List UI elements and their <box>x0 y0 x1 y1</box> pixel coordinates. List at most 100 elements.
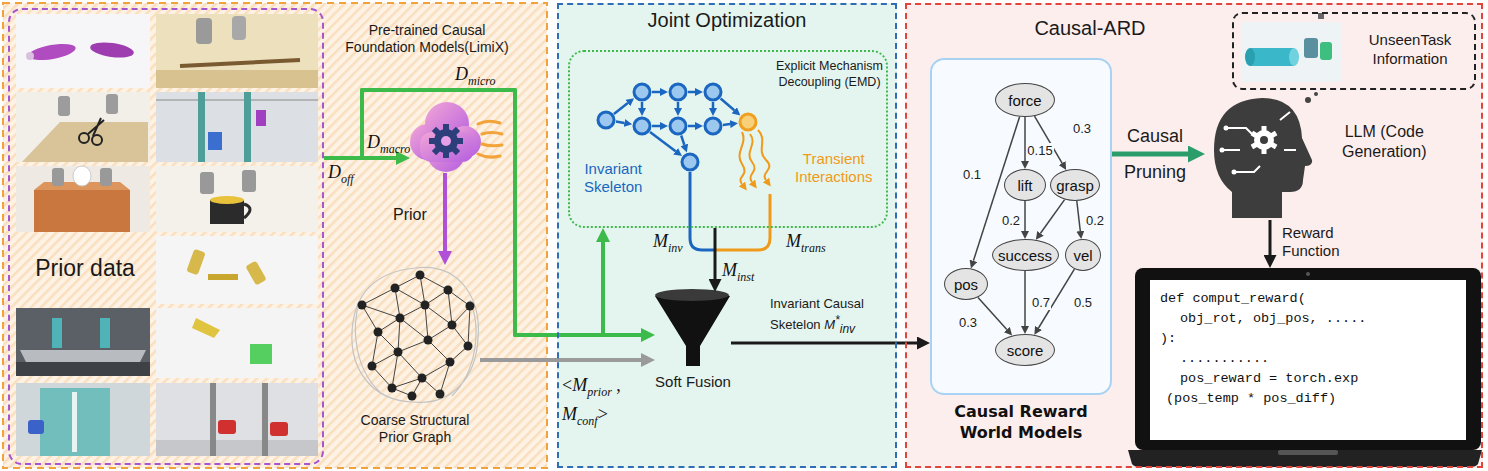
panel-title: Prior data <box>18 236 152 300</box>
connector <box>443 173 447 251</box>
model-caption: Pre-trained Causal Foundation Models(Lim… <box>338 22 516 56</box>
skeleton-label: Invariant Skeleton <box>584 160 642 196</box>
code-line: obj_rot, obj_pos, ..... <box>1180 310 1366 328</box>
variable-node: lift <box>1004 169 1046 201</box>
variable-node: success <box>992 239 1059 271</box>
connector <box>324 90 603 335</box>
unseen-task-box: UnseenTask Information <box>1232 12 1476 90</box>
flow-label: Dmicro <box>455 63 496 92</box>
connector <box>714 228 717 279</box>
flow-label: <Mprior , Mconf> <box>562 374 628 431</box>
math-subscript: prior <box>587 385 612 399</box>
math-superscript: * <box>835 313 840 327</box>
math-symbol: Dmicro <box>455 64 496 84</box>
mask-label: Mtrans <box>786 230 826 259</box>
mask-label: Minv <box>653 230 683 259</box>
variable-name: success <box>992 239 1059 271</box>
prior-graph-icon: Coarse Structural Prior Graph <box>350 265 480 405</box>
graph-caption: Coarse Structural Prior Graph <box>352 412 478 446</box>
math-subscript: inst <box>737 270 754 284</box>
funnel-node: Soft Fusion <box>655 292 731 368</box>
llm-head-icon <box>1214 98 1312 218</box>
connector <box>1077 201 1081 231</box>
edge-weight: 0.1 <box>962 167 982 182</box>
unseen-task-text: UnseenTask Information <box>1350 30 1470 68</box>
connector <box>978 297 1007 329</box>
variable-node: grasp <box>1050 169 1100 201</box>
code-line: pos_reward = torch.exp <box>1180 370 1358 388</box>
math-symbol: Doff <box>328 162 354 182</box>
edge-weight: 0.2 <box>1001 213 1021 228</box>
connector <box>1112 152 1188 157</box>
code-line: def comput_reward( <box>1160 290 1306 308</box>
flow-label: Doff <box>328 161 354 190</box>
variable-name: score <box>995 334 1055 366</box>
prior-data-panel: Prior data <box>8 8 324 465</box>
variable-name: grasp <box>1050 169 1100 201</box>
math-symbol: Minst <box>722 260 754 280</box>
world-model-caption: Causal Reward World Models <box>951 401 1091 443</box>
variable-node: force <box>995 83 1055 117</box>
math-symbol: Dmacro <box>367 132 410 152</box>
variable-name: force <box>995 83 1055 117</box>
math-subscript: inv <box>840 322 855 336</box>
panel-title: Joint Optimization <box>557 9 897 32</box>
math-symbol: Minv <box>653 231 683 251</box>
transient-label: Transient Interactions <box>795 150 873 186</box>
laptop-icon <box>1128 268 1482 467</box>
code-line: ): <box>1160 330 1176 348</box>
llm-node: LLM (Code Generation) <box>1205 96 1311 220</box>
math-subscript: off <box>341 172 354 186</box>
math-subscript: micro <box>468 74 496 88</box>
foundation-model-icon: Pre-trained Causal Foundation Models(Lim… <box>410 98 480 173</box>
edge-weight: 0.3 <box>1072 121 1092 136</box>
math-subscript: macro <box>380 142 410 156</box>
code-line: (pos_temp * pos_diff) <box>1166 390 1336 408</box>
edge-weight: 0.15 <box>1026 143 1053 158</box>
math-symbol: Mtrans <box>786 231 826 251</box>
variable-node: vel <box>1065 239 1101 271</box>
flow-label: Minst <box>722 259 754 288</box>
flow-label: Dmacro <box>367 131 410 160</box>
edge-weight: 0.3 <box>958 315 978 330</box>
edge-weight: 0.7 <box>1031 295 1051 310</box>
connector <box>731 342 917 345</box>
math-subscript: conf <box>577 413 598 427</box>
connector <box>1024 271 1026 326</box>
variable-node: score <box>995 334 1055 366</box>
funnel-icon <box>655 289 730 366</box>
math-subscript: trans <box>801 241 826 255</box>
panel-title: Causal-ARD <box>1030 17 1150 40</box>
funnel-caption: Soft Fusion <box>630 373 756 390</box>
emd-box: Explicit Mechanism Decoupling (EMD) Invar… <box>568 50 888 228</box>
flow-label: Prior <box>393 206 427 224</box>
edge-weight: 0.2 <box>1085 213 1105 228</box>
flow-label: Causal Pruning <box>1124 118 1186 190</box>
variable-name: pos <box>944 268 988 300</box>
laptop-node: def comput_reward( obj_rot, obj_pos, ....… <box>1135 268 1481 450</box>
llm-caption: LLM (Code Generation) <box>1342 122 1427 162</box>
connector <box>324 90 641 335</box>
variable-name: lift <box>1004 169 1046 201</box>
cloud-icon <box>410 102 502 172</box>
emd-title: Explicit Mechanism Decoupling (EMD) <box>776 58 883 90</box>
thumbnail-images <box>16 14 318 456</box>
math-symbol: M*inv <box>824 317 855 332</box>
math-subscript: inv <box>668 241 683 255</box>
connector <box>1024 201 1026 231</box>
flow-label: Reward Function <box>1282 224 1340 260</box>
math-symbol: Mconf <box>562 404 598 424</box>
variable-node: pos <box>944 268 988 300</box>
code-line: ........... <box>1180 350 1269 368</box>
connector <box>480 358 641 362</box>
math-symbol: Mprior <box>572 375 612 395</box>
connector <box>1269 220 1272 255</box>
causal-ard-panel: Causal-ARD Causal Reward World Models forc… <box>905 3 1483 468</box>
variable-name: vel <box>1065 239 1101 271</box>
prior-graph-network <box>352 267 479 402</box>
connector <box>1041 200 1065 234</box>
panel-backgrounds <box>3 3 1483 468</box>
edge-weight: 0.5 <box>1073 295 1093 310</box>
flow-label: Invariant Causal Sketelon M*inv <box>770 295 892 338</box>
